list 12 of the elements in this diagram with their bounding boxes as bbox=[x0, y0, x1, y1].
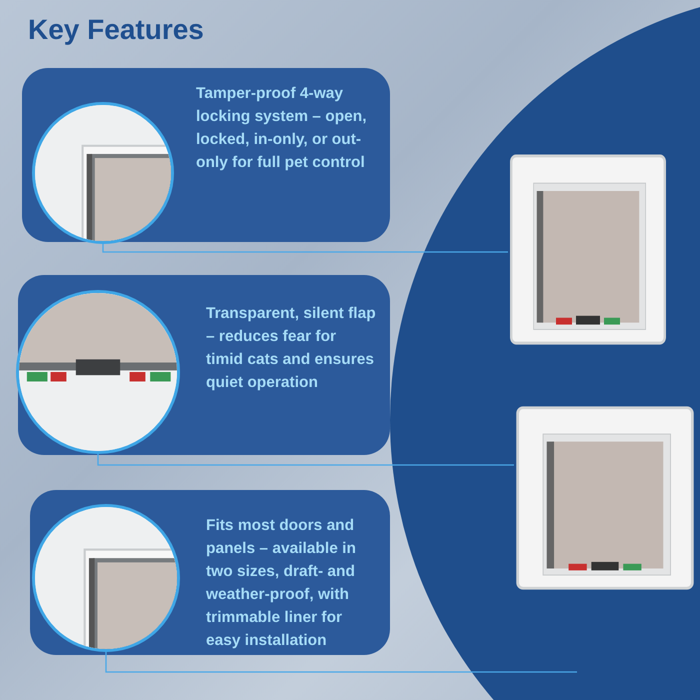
cat-flap-photo-placeholder bbox=[514, 404, 696, 592]
title: Key Features bbox=[28, 14, 204, 46]
leader-line bbox=[105, 652, 577, 673]
leader-line bbox=[102, 244, 508, 253]
leader-line bbox=[97, 454, 514, 466]
feature-card bbox=[22, 68, 390, 242]
feature-card bbox=[30, 490, 390, 655]
feature-text: Tamper-proof 4-way locking system – open, locked, in-only, or out-only for full pet control bbox=[196, 84, 368, 173]
feature-text: Fits most doors and panels – available in two sizes, draft- and weather-proof, with trimmable liner for easy installation bbox=[206, 516, 357, 651]
feature-text: Transparent, silent flap – reduces fear for timid cats and ensures quiet operation bbox=[206, 304, 376, 393]
feature-card bbox=[18, 275, 390, 455]
cat-flap-photo-placeholder bbox=[508, 152, 668, 347]
